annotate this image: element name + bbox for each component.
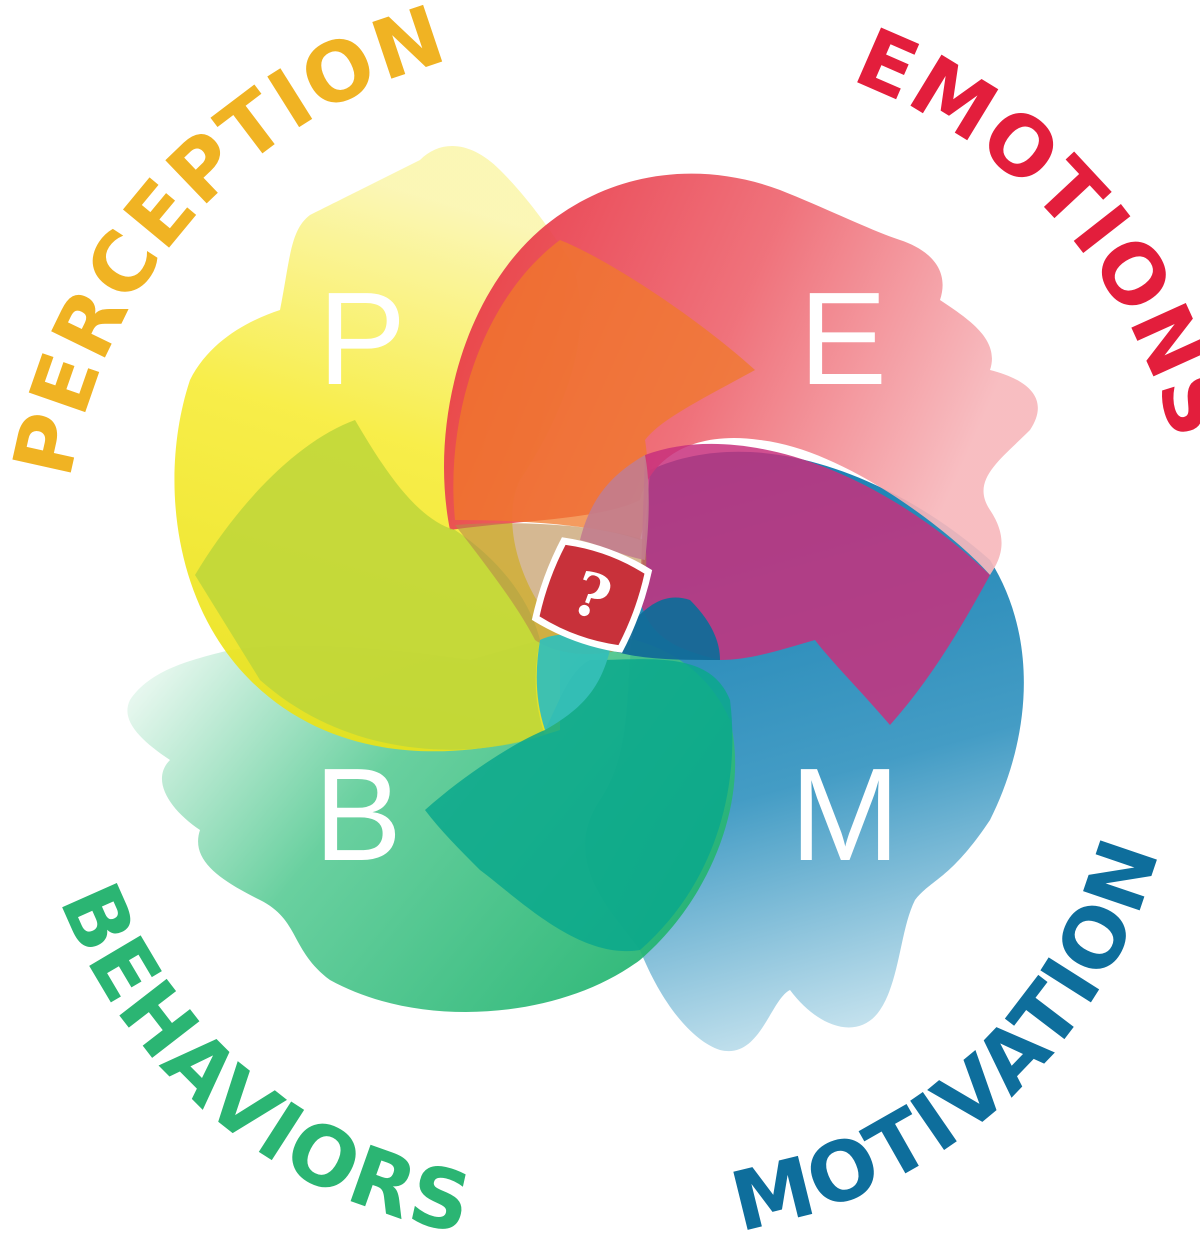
overlap-center-bottom — [536, 634, 610, 730]
letter-b: B — [314, 741, 402, 888]
center-question-badge: ? — [531, 537, 653, 653]
overlap-center-right — [580, 455, 649, 560]
overlap-magenta — [640, 443, 990, 725]
letter-e: E — [799, 265, 887, 412]
overlap-center-blue — [610, 597, 720, 660]
letter-m: M — [790, 741, 900, 888]
overlap-orange — [453, 240, 755, 540]
overlap-teal — [425, 659, 733, 952]
letter-p: P — [318, 265, 406, 412]
overlap-lime — [195, 420, 545, 750]
